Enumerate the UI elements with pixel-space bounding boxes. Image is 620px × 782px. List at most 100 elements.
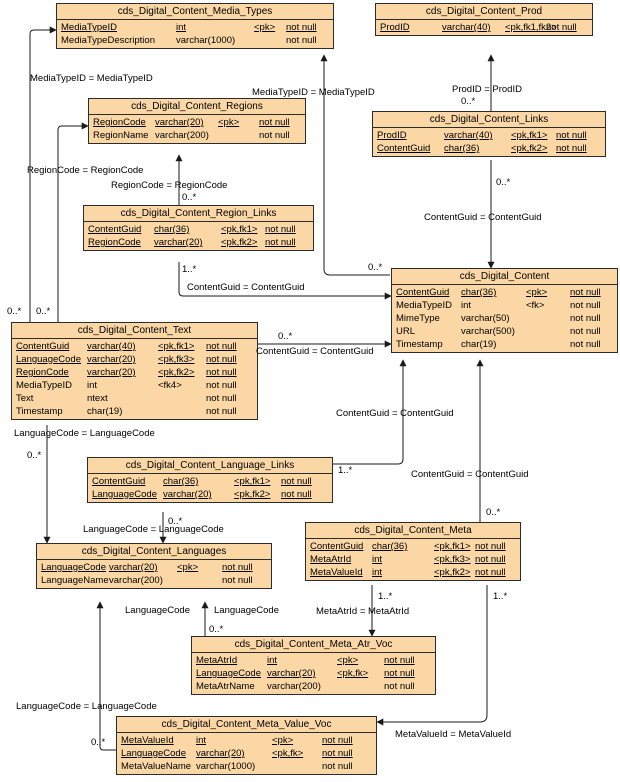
column-null: not null bbox=[265, 224, 296, 235]
rel-label: RegionCode = RegionCode bbox=[111, 180, 228, 191]
cardinality-label: 1..* bbox=[182, 264, 197, 275]
rel-label: ContentGuid = ContentGuid bbox=[187, 282, 305, 293]
table-row: Timestamp char(19) not null bbox=[396, 338, 613, 351]
column-type: varchar(20) bbox=[267, 668, 316, 679]
column-type: varchar(1000) bbox=[176, 35, 236, 46]
table-title: cds_Digital_Content_Text bbox=[12, 323, 257, 339]
column-key: <pk,fk2> bbox=[434, 567, 471, 578]
rel-langlinks-content bbox=[333, 359, 407, 465]
column-type: varchar(200) bbox=[109, 575, 163, 586]
column-key: <pk> bbox=[526, 287, 548, 298]
column-null: not null bbox=[475, 554, 506, 565]
column-key: <pk,fk2> bbox=[158, 367, 195, 378]
column-name: Timestamp bbox=[396, 339, 443, 350]
column-type: char(19) bbox=[461, 339, 497, 350]
column-name: MediaTypeID bbox=[61, 22, 117, 33]
column-name: Text bbox=[16, 393, 34, 404]
column-name: MetaAtrId bbox=[196, 655, 238, 666]
column-null: not null bbox=[286, 22, 317, 33]
column-type: varchar(200) bbox=[267, 681, 321, 692]
column-name: LanguageName bbox=[41, 575, 109, 586]
column-name: ProdID bbox=[380, 22, 410, 33]
rel-label: MetaValueId = MetaValueId bbox=[395, 729, 512, 740]
column-type: varchar(20) bbox=[163, 489, 212, 500]
column-key: <pk,fk1,fk2> bbox=[505, 22, 557, 33]
column-name: MetaAtrName bbox=[196, 681, 255, 692]
table-title: cds_Digital_Content_Prod bbox=[376, 4, 592, 20]
column-key: <pk,fk1> bbox=[434, 541, 471, 552]
column-null: not null bbox=[281, 489, 312, 500]
cardinality-label: 1..* bbox=[378, 591, 393, 602]
column-type: varchar(20) bbox=[155, 117, 204, 128]
column-type: char(36) bbox=[372, 541, 408, 552]
rel-label: MediaTypeID = MediaTypeID bbox=[30, 73, 153, 84]
rel-label: ContentGuid = ContentGuid bbox=[256, 346, 374, 357]
column-name: MediaTypeDescription bbox=[61, 35, 155, 46]
column-key: <pk> bbox=[177, 562, 199, 573]
column-null: not null bbox=[222, 562, 253, 573]
rel-content-mediatypes bbox=[320, 54, 390, 276]
table-title: cds_Digital_Content_Media_Types bbox=[57, 4, 333, 20]
table-title: cds_Digital_Content_Meta bbox=[306, 523, 520, 539]
column-null: not null bbox=[570, 300, 601, 311]
rel-text-regions bbox=[57, 122, 89, 322]
column-type: varchar(20) bbox=[154, 237, 203, 248]
column-null: not null bbox=[206, 393, 237, 404]
cardinality-label: 0..* bbox=[182, 192, 197, 203]
column-name: RegionCode bbox=[88, 237, 141, 248]
column-key: <pk,fk1> bbox=[234, 476, 271, 487]
column-key: <pk,fk2> bbox=[234, 489, 271, 500]
rel-label: ContentGuid = ContentGuid bbox=[424, 212, 542, 223]
column-null: not null bbox=[570, 287, 601, 298]
table-title: cds_Digital_Content_Regions bbox=[89, 99, 305, 115]
table-title: cds_Digital_Content_Links bbox=[373, 112, 605, 128]
column-type: int bbox=[176, 22, 187, 33]
cardinality-label: 0..* bbox=[486, 507, 501, 518]
column-null: not null bbox=[206, 406, 237, 417]
column-type: varchar(20) bbox=[109, 562, 158, 573]
column-name: ContentGuid bbox=[16, 341, 70, 352]
column-type: varchar(40) bbox=[87, 341, 136, 352]
column-name: ContentGuid bbox=[310, 541, 364, 552]
column-key: <pk,fk3> bbox=[158, 354, 195, 365]
cardinality-label: 0..* bbox=[36, 306, 51, 317]
column-type: int bbox=[196, 735, 207, 746]
cardinality-label: 1..* bbox=[493, 591, 508, 602]
column-name: LanguageCode bbox=[121, 748, 186, 759]
column-name: LanguageCode bbox=[41, 562, 106, 573]
column-null: not null bbox=[570, 339, 601, 350]
table-title: cds_Digital_Content bbox=[392, 269, 617, 285]
rel-label: LanguageCode = LanguageCode bbox=[14, 428, 155, 439]
column-type: char(36) bbox=[444, 143, 480, 154]
column-null: not null bbox=[206, 341, 237, 352]
column-null: not null bbox=[556, 130, 587, 141]
column-type: int bbox=[461, 300, 472, 311]
rel-label: LanguageCode bbox=[214, 605, 279, 616]
column-type: varchar(20) bbox=[87, 354, 136, 365]
